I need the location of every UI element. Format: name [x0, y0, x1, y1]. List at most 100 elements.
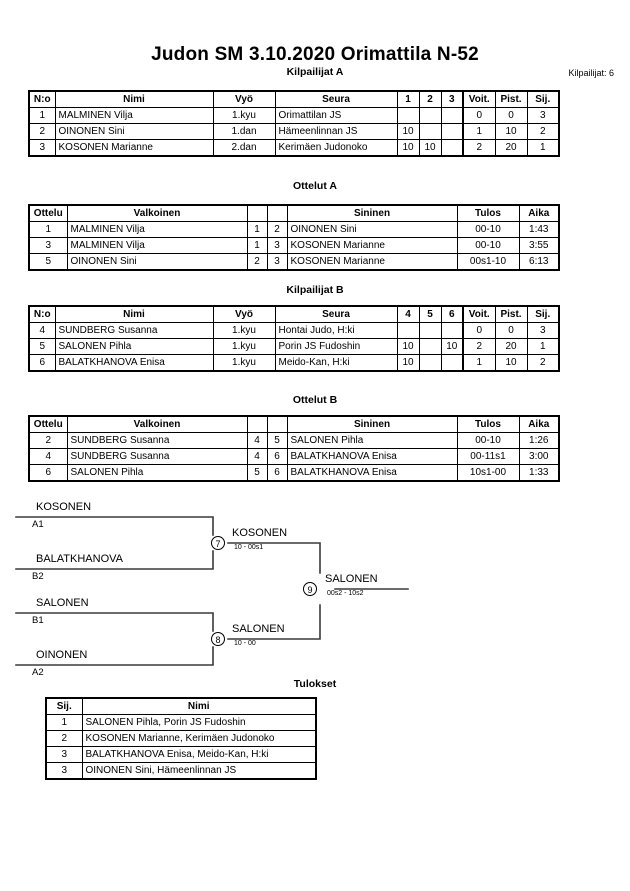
col-white: Valkoinen — [66, 415, 248, 433]
cell-name: SALONEN Pihla, Porin JS Fudoshin — [81, 714, 317, 731]
cell-name: SUNDBERG Susanna — [54, 322, 214, 339]
table-header-row: Sij. Nimi — [45, 697, 317, 715]
cell-no: 5 — [28, 338, 56, 355]
col-no: N:o — [28, 90, 56, 108]
cell-result: 10s1-00 — [456, 464, 520, 482]
elimination-bracket: KOSONEN A1 BALATKHANOVA B2 SALONEN B1 OI… — [0, 495, 630, 678]
col-blue: Sininen — [286, 415, 458, 433]
cell-result: 00s1-10 — [456, 253, 520, 271]
cell-no: 3 — [28, 139, 56, 157]
cell-white: SALONEN Pihla — [66, 464, 248, 482]
cell-m6 — [440, 354, 464, 372]
cell-club: Meido-Kan, H:ki — [274, 354, 398, 372]
section-caption-matches-a: Ottelut A — [293, 180, 337, 192]
cell-white: SUNDBERG Susanna — [66, 432, 248, 449]
cell-match-no: 3 — [28, 237, 68, 254]
cell-m1 — [396, 107, 420, 124]
cell-white-no: 4 — [246, 448, 268, 465]
cell-blue-no: 2 — [266, 221, 288, 238]
section-caption-results: Tulokset — [293, 678, 337, 690]
col-m5: 5 — [418, 305, 442, 323]
table-row: 3 MALMINEN Vilja 1 3 KOSONEN Marianne 00… — [28, 237, 560, 254]
bracket-entry-name: BALATKHANOVA — [36, 553, 124, 565]
bracket-final-score: 00s2 - 10s2 — [327, 590, 364, 597]
cell-name: OINONEN Sini, Hämeenlinnan JS — [81, 762, 317, 780]
bracket-entry-seed: A1 — [32, 519, 44, 530]
col-club: Seura — [274, 305, 398, 323]
cell-no: 1 — [28, 107, 56, 124]
cell-no: 6 — [28, 354, 56, 372]
cell-white-no: 4 — [246, 432, 268, 449]
table-row: 2 KOSONEN Marianne, Kerimäen Judonoko — [45, 730, 317, 747]
cell-blue-no: 3 — [266, 253, 288, 271]
cell-m6 — [440, 322, 464, 339]
cell-white: OINONEN Sini — [66, 253, 248, 271]
cell-no: 4 — [28, 322, 56, 339]
cell-white: MALMINEN Vilja — [66, 237, 248, 254]
bracket-entry-name: SALONEN — [36, 597, 89, 609]
table-header-row: Ottelu Valkoinen Sininen Tulos Aika — [28, 415, 560, 433]
cell-result: 00-10 — [456, 237, 520, 254]
table-row: 5 OINONEN Sini 2 3 KOSONEN Marianne 00s1… — [28, 253, 560, 271]
cell-m2 — [418, 123, 442, 140]
cell-result: 00-10 — [456, 221, 520, 238]
cell-time: 1:26 — [518, 432, 560, 449]
cell-no: 2 — [28, 123, 56, 140]
table-header-row: Ottelu Valkoinen Sininen Tulos Aika — [28, 204, 560, 222]
cell-points: 0 — [494, 322, 528, 339]
cell-white-no: 1 — [246, 237, 268, 254]
pool-b-table: N:o Nimi Vyö Seura 4 5 6 Voit. Pist. Sij… — [28, 305, 560, 372]
col-wins: Voit. — [462, 90, 496, 108]
entrants-count: Kilpailijat: 6 — [568, 68, 614, 78]
cell-points: 20 — [494, 139, 528, 157]
cell-time: 3:00 — [518, 448, 560, 465]
cell-time: 1:33 — [518, 464, 560, 482]
cell-match-no: 5 — [28, 253, 68, 271]
cell-club: Porin JS Fudoshin — [274, 338, 398, 355]
cell-m1: 10 — [396, 123, 420, 140]
page-title: Judon SM 3.10.2020 Orimattila N-52 — [151, 44, 479, 65]
cell-rank: 1 — [526, 338, 560, 355]
cell-white: MALMINEN Vilja — [66, 221, 248, 238]
cell-m5 — [418, 338, 442, 355]
col-m4: 4 — [396, 305, 420, 323]
cell-blue: BALATKHANOVA Enisa — [286, 448, 458, 465]
cell-m5 — [418, 322, 442, 339]
bracket-final-winner: SALONEN — [325, 573, 378, 585]
bracket-match-score: 10 - 00s1 — [234, 544, 264, 551]
col-time: Aika — [518, 204, 560, 222]
col-points: Pist. — [494, 305, 528, 323]
bracket-entry-seed: B2 — [32, 571, 44, 582]
cell-wins: 0 — [462, 322, 496, 339]
col-m1: 1 — [396, 90, 420, 108]
cell-rank: 2 — [45, 730, 83, 747]
table-row: 4 SUNDBERG Susanna 1.kyu Hontai Judo, H:… — [28, 322, 560, 339]
bracket-winner-name: KOSONEN — [232, 527, 288, 539]
col-blue-no — [266, 415, 288, 433]
bracket-entry-seed: A2 — [32, 667, 44, 678]
cell-time: 3:55 — [518, 237, 560, 254]
cell-match-no: 2 — [28, 432, 68, 449]
cell-match-no: 1 — [28, 221, 68, 238]
cell-club: Hämeenlinnan JS — [274, 123, 398, 140]
cell-blue: OINONEN Sini — [286, 221, 458, 238]
section-caption-pool-a: Kilpailijat A — [286, 66, 344, 78]
cell-blue: SALONEN Pihla — [286, 432, 458, 449]
cell-m3 — [440, 123, 464, 140]
col-white-no — [246, 204, 268, 222]
cell-match-no: 4 — [28, 448, 68, 465]
cell-white-no: 2 — [246, 253, 268, 271]
table-row: 6 SALONEN Pihla 5 6 BALATKHANOVA Enisa 1… — [28, 464, 560, 482]
cell-time: 1:43 — [518, 221, 560, 238]
section-caption-pool-b: Kilpailijat B — [286, 284, 344, 296]
matches-b-table: Ottelu Valkoinen Sininen Tulos Aika 2 SU… — [28, 415, 560, 482]
table-row: 3 OINONEN Sini, Hämeenlinnan JS — [45, 762, 317, 780]
cell-white-no: 1 — [246, 221, 268, 238]
cell-rank: 3 — [526, 107, 560, 124]
bracket-match-score: 10 - 00 — [234, 640, 256, 647]
cell-name: MALMINEN Vilja — [54, 107, 214, 124]
table-row: 1 MALMINEN Vilja 1.kyu Orimattilan JS 0 … — [28, 107, 560, 124]
cell-wins: 0 — [462, 107, 496, 124]
cell-belt: 2.dan — [212, 139, 276, 157]
col-white-no — [246, 415, 268, 433]
